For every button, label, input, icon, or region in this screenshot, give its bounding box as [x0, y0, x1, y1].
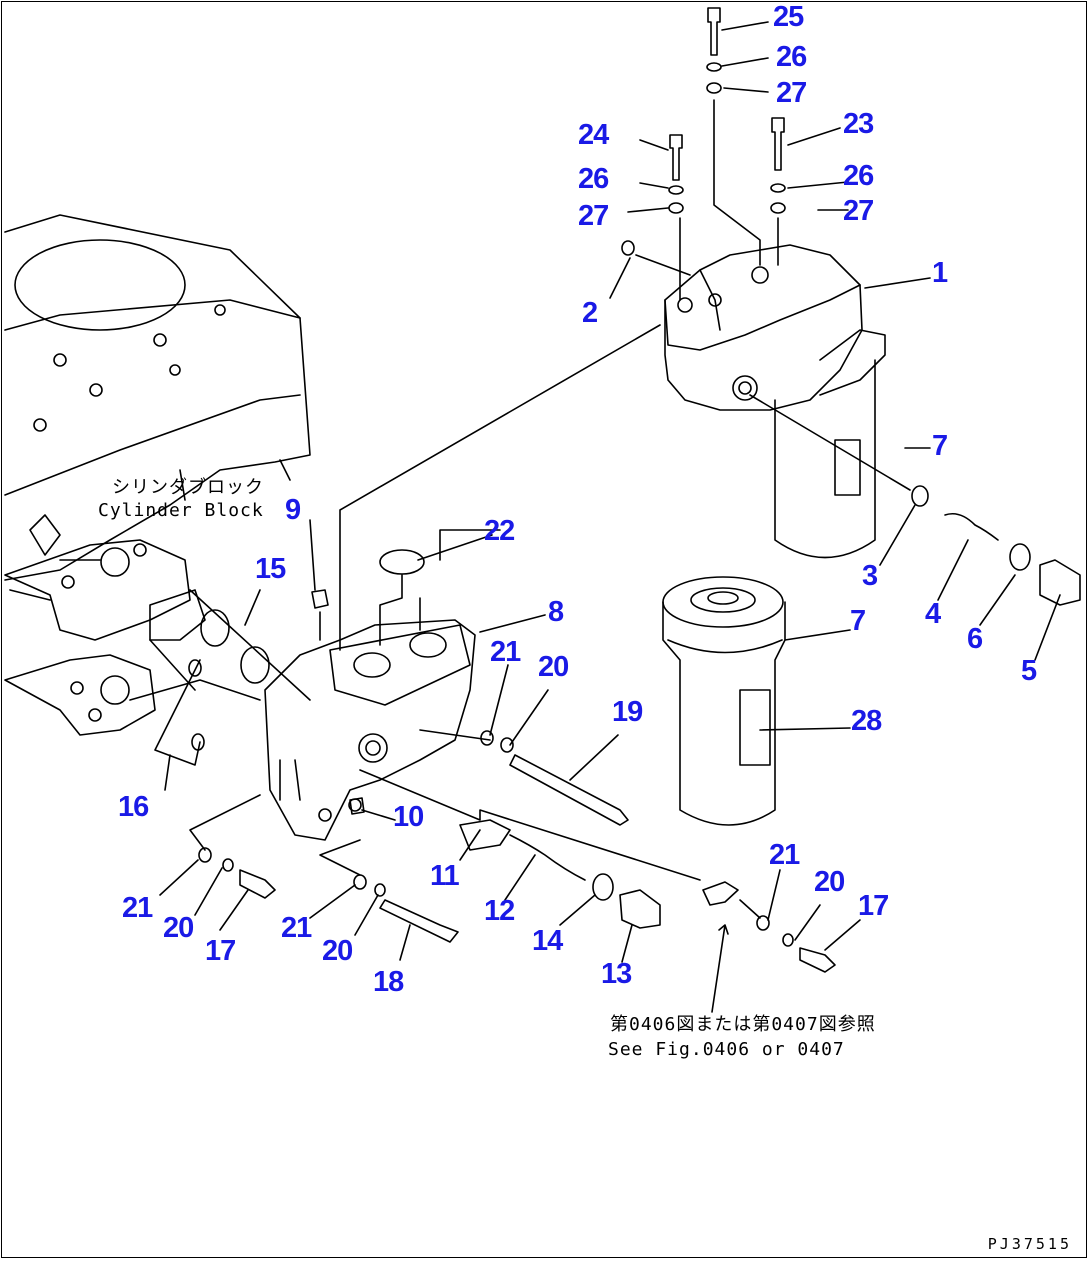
- drawing-code: PJ37515: [987, 1235, 1072, 1253]
- part-label: 27: [578, 200, 609, 232]
- part-label: 24: [578, 119, 609, 151]
- part-label: 2: [582, 297, 598, 329]
- part-label: 21: [122, 892, 153, 924]
- part-label: 21: [490, 636, 521, 668]
- cylinder-block-label-jp: シリンダブロック: [112, 477, 264, 498]
- part-label: 7: [932, 430, 948, 462]
- part-label: 26: [776, 41, 807, 73]
- filter-element-installed: [774, 359, 876, 559]
- part-label: 23: [843, 108, 874, 140]
- filter-bracket: [264, 619, 476, 841]
- leader-lines: [159, 21, 1061, 1013]
- part-label: 17: [205, 935, 236, 967]
- filter-head: [664, 244, 886, 411]
- part-label: 7: [850, 605, 866, 637]
- part-label: 19: [612, 696, 643, 728]
- part-label: 3: [862, 560, 878, 592]
- part-label: 14: [532, 925, 563, 957]
- guide-lines: [154, 99, 911, 919]
- filter-cartridge: [662, 576, 786, 826]
- see-figure-note-jp: 第0406図または第0407図参照: [610, 1014, 876, 1035]
- part-label: 18: [373, 966, 404, 998]
- part-label: 6: [967, 623, 983, 655]
- part-label: 22: [484, 515, 515, 547]
- part-label: 26: [843, 160, 874, 192]
- part-label: 25: [773, 1, 804, 33]
- part-label: 21: [281, 912, 312, 944]
- part-label: 20: [538, 651, 569, 683]
- part-label: 27: [776, 77, 807, 109]
- part-label: 20: [163, 912, 194, 944]
- part-label: 17: [858, 890, 889, 922]
- part-label: 27: [843, 195, 874, 227]
- part-label: 5: [1021, 655, 1037, 687]
- part-label: 4: [925, 598, 941, 630]
- part-label: 20: [322, 935, 353, 967]
- part-label: 8: [548, 596, 564, 628]
- part-label: 11: [430, 860, 460, 892]
- bolts: [198, 7, 836, 973]
- cylinder-block: [4, 214, 311, 736]
- part-label: 16: [118, 791, 149, 823]
- part-label: 13: [601, 958, 632, 990]
- part-label: 28: [851, 705, 882, 737]
- part-label: 21: [769, 839, 800, 871]
- part-label: 15: [255, 553, 286, 585]
- part-label: 9: [285, 494, 301, 526]
- part-label: 12: [484, 895, 515, 927]
- part-label: 1: [932, 257, 948, 289]
- cylinder-block-label-en: Cylinder Block: [98, 500, 264, 521]
- part-label: 26: [578, 163, 609, 195]
- see-figure-note-en: See Fig.0406 or 0407: [608, 1039, 845, 1060]
- part-label: 20: [814, 866, 845, 898]
- part-label: 10: [393, 801, 424, 833]
